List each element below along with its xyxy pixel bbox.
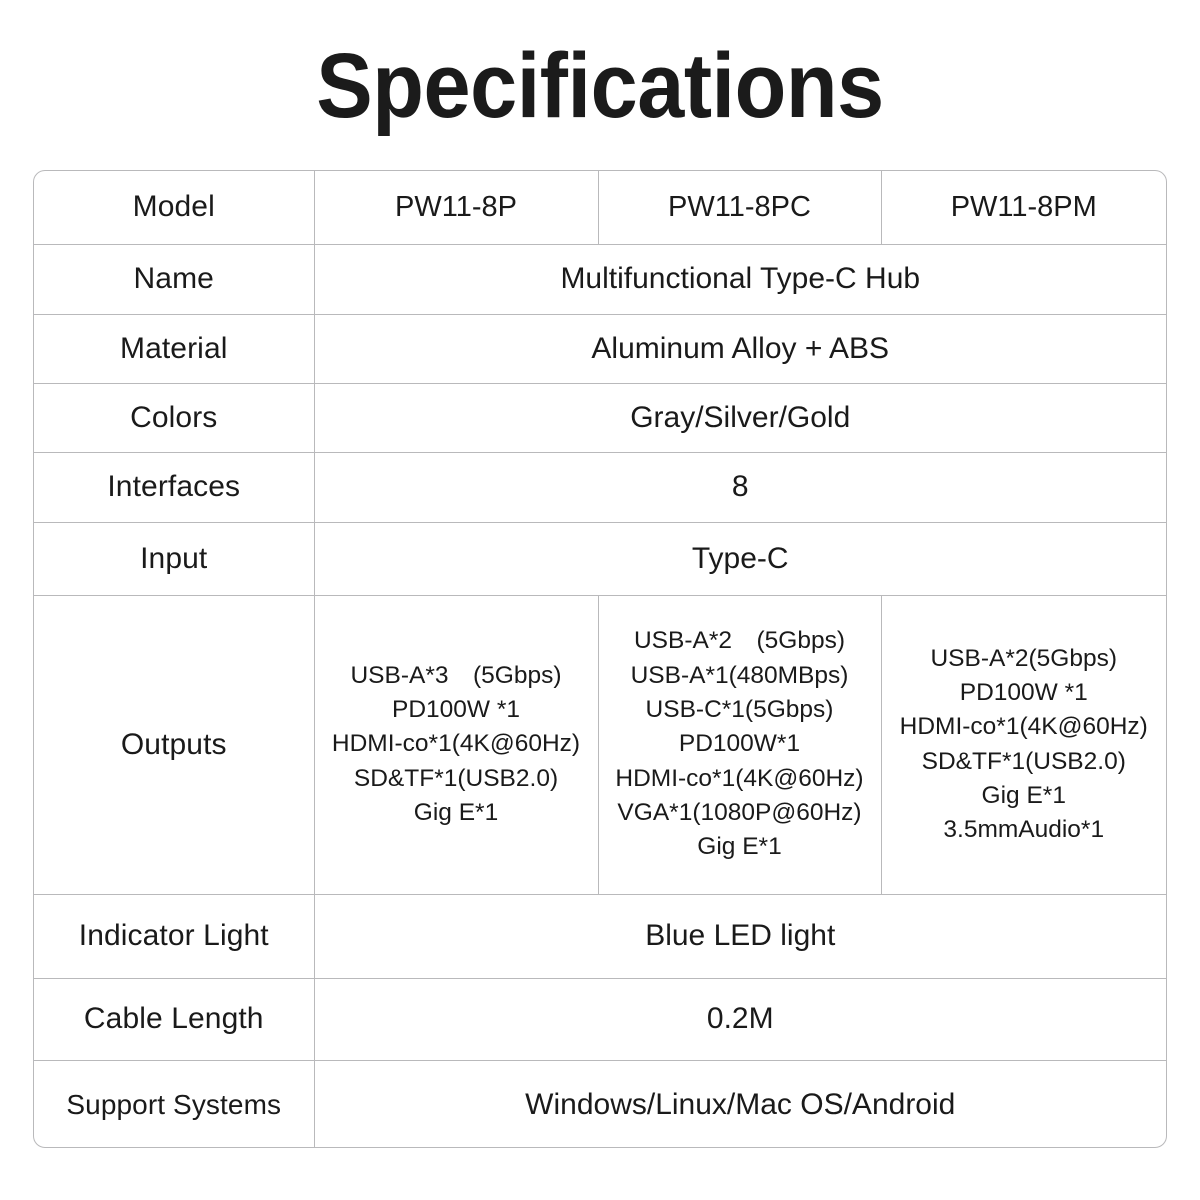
output-line: PD100W*1 <box>678 730 801 758</box>
output-line: SD&TF*1(USB2.0) <box>353 764 559 792</box>
row-label-support-systems: Support Systems <box>34 1059 315 1147</box>
table-row-interfaces: Interfaces 8 <box>34 451 1166 523</box>
name-value: Multifunctional Type-C Hub <box>313 243 1166 315</box>
output-line: USB-A*3 (5Gbps) <box>350 661 562 689</box>
output-line: USB-A*2 (5Gbps) <box>633 627 846 655</box>
table-row-name: Name Multifunctional Type-C Hub <box>34 243 1166 315</box>
table-row-material: Material Aluminum Alloy + ABS <box>34 313 1166 384</box>
output-line: Gig E*1 <box>981 781 1066 809</box>
row-label-material: Material <box>34 313 315 384</box>
table-row-support-systems: Support Systems Windows/Linux/Mac OS/And… <box>34 1059 1166 1147</box>
table-row-colors: Colors Gray/Silver/Gold <box>34 382 1166 453</box>
support-systems-value: Windows/Linux/Mac OS/Android <box>313 1059 1166 1147</box>
output-line: USB-C*1(5Gbps) <box>645 696 834 723</box>
model-value-pw11-8pm: PW11-8PM <box>880 171 1166 245</box>
table-row-outputs: Outputs USB-A*3 (5Gbps) PD100W *1 HDMI-c… <box>34 594 1166 895</box>
row-label-indicator-light: Indicator Light <box>34 893 315 979</box>
output-line: PD100W *1 <box>391 696 520 723</box>
output-line: 3.5mmAudio*1 <box>943 816 1105 844</box>
outputs-value-pw11-8pc: USB-A*2 (5Gbps) USB-A*1(480MBps) USB-C*1… <box>597 594 882 895</box>
page-title: Specifications <box>316 35 884 137</box>
table-row-model: Model PW11-8P PW11-8PC PW11-8PM <box>34 171 1166 245</box>
input-value: Type-C <box>313 521 1166 596</box>
outputs-list-pw11-8p: USB-A*3 (5Gbps) PD100W *1 HDMI-co*1(4K@6… <box>321 660 592 830</box>
cable-length-value: 0.2M <box>313 977 1166 1061</box>
row-label-interfaces: Interfaces <box>34 451 315 523</box>
table-row-input: Input Type-C <box>34 521 1166 596</box>
specifications-table: Model PW11-8P PW11-8PC PW11-8PM Name Mul… <box>34 171 1166 1147</box>
output-line: PD100W *1 <box>959 678 1088 706</box>
row-label-model: Model <box>34 171 315 245</box>
table-row-cable-length: Cable Length 0.2M <box>34 977 1166 1061</box>
outputs-value-pw11-8pm: USB-A*2(5Gbps) PD100W *1 HDMI-co*1(4K@60… <box>880 594 1166 895</box>
row-label-colors: Colors <box>34 382 315 453</box>
model-value-pw11-8pc: PW11-8PC <box>597 171 882 245</box>
output-line: VGA*1(1080P@60Hz) <box>617 798 862 826</box>
specifications-table-container: Model PW11-8P PW11-8PC PW11-8PM Name Mul… <box>33 170 1167 1148</box>
output-line: HDMI-co*1(4K@60Hz) <box>899 713 1148 741</box>
row-label-outputs: Outputs <box>34 594 315 895</box>
output-line: USB-A*2(5Gbps) <box>930 644 1118 672</box>
output-line: HDMI-co*1(4K@60Hz) <box>331 730 581 758</box>
row-label-cable-length: Cable Length <box>34 977 315 1061</box>
indicator-light-value: Blue LED light <box>313 893 1166 979</box>
output-line: HDMI-co*1(4K@60Hz) <box>615 764 864 792</box>
material-value: Aluminum Alloy + ABS <box>313 313 1166 384</box>
output-line: Gig E*1 <box>697 833 782 861</box>
outputs-value-pw11-8p: USB-A*3 (5Gbps) PD100W *1 HDMI-co*1(4K@6… <box>313 594 599 895</box>
colors-value: Gray/Silver/Gold <box>313 382 1166 453</box>
outputs-list-pw11-8pm: USB-A*2(5Gbps) PD100W *1 HDMI-co*1(4K@60… <box>888 643 1161 847</box>
output-line: SD&TF*1(USB2.0) <box>921 747 1126 775</box>
output-line: USB-A*1(480MBps) <box>630 661 849 689</box>
interfaces-value: 8 <box>313 451 1166 523</box>
row-label-input: Input <box>34 521 315 596</box>
output-line: Gig E*1 <box>413 798 499 826</box>
outputs-list-pw11-8pc: USB-A*2 (5Gbps) USB-A*1(480MBps) USB-C*1… <box>605 625 875 863</box>
table-row-indicator-light: Indicator Light Blue LED light <box>34 893 1166 979</box>
row-label-name: Name <box>34 243 315 315</box>
model-value-pw11-8p: PW11-8P <box>313 171 599 245</box>
